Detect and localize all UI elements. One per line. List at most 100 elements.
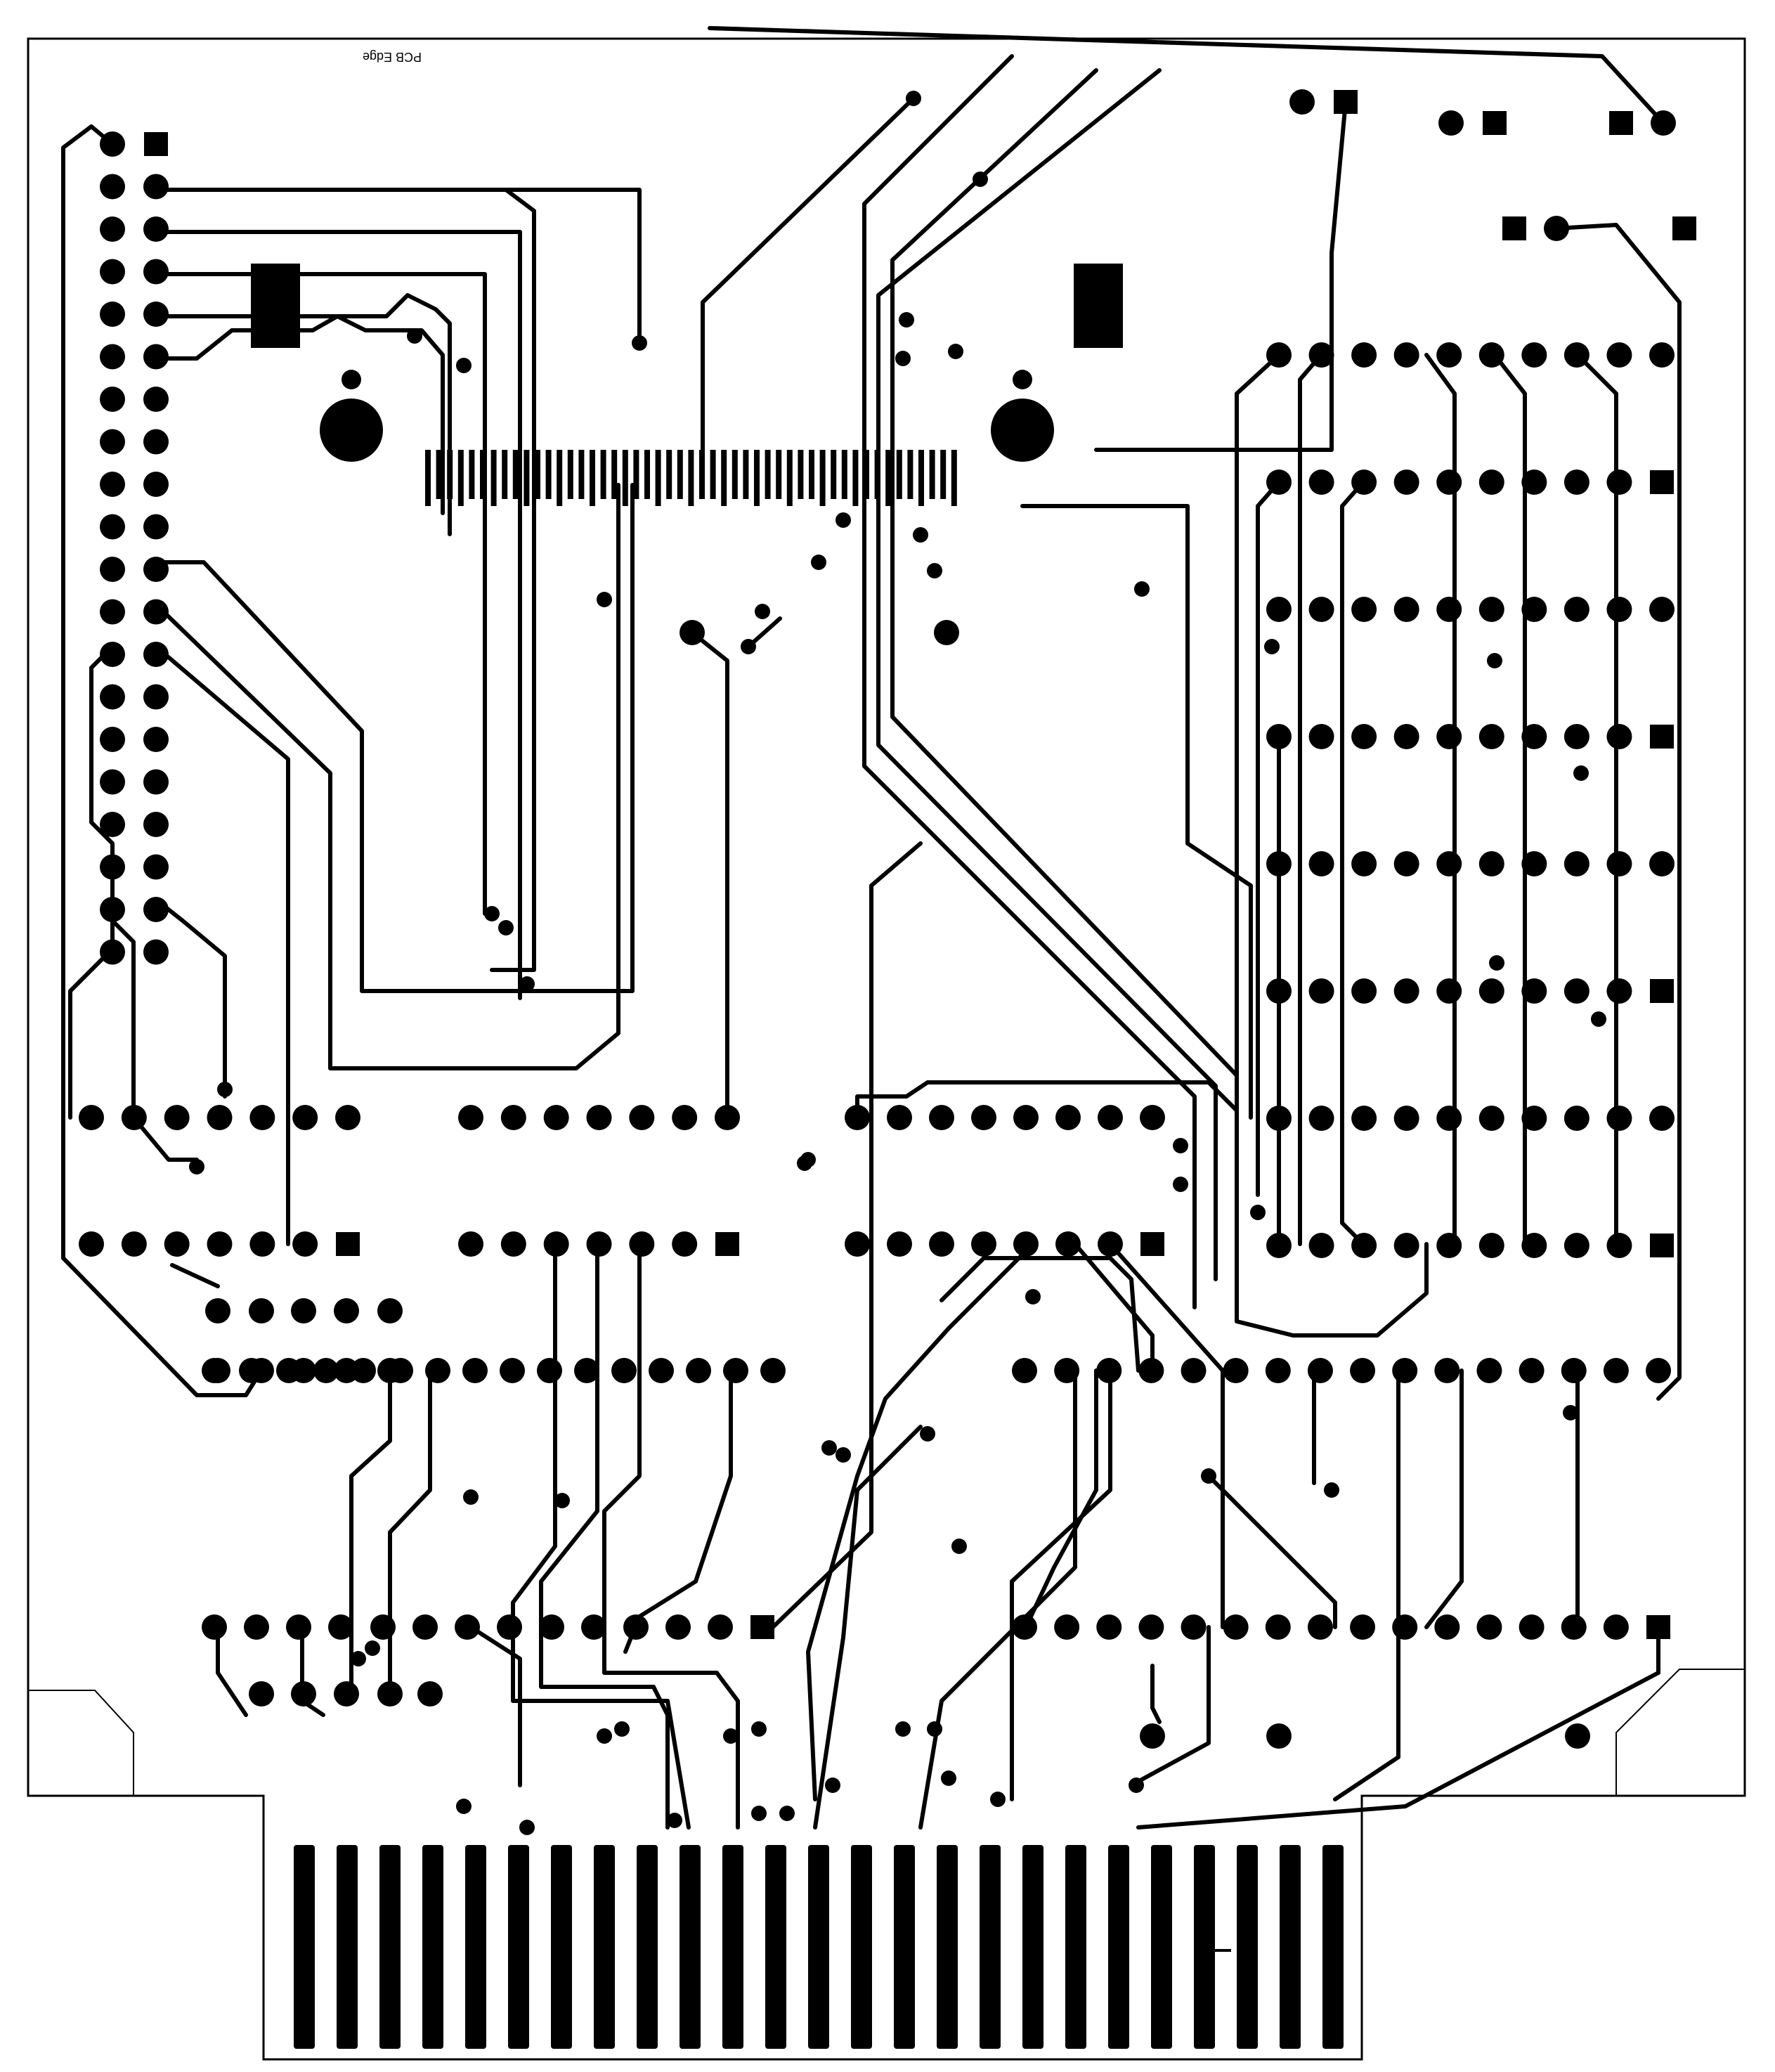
round-pad bbox=[100, 131, 125, 157]
trace bbox=[154, 483, 635, 993]
edge-finger bbox=[722, 1845, 743, 2049]
via bbox=[811, 555, 826, 570]
edge-finger bbox=[294, 1845, 315, 2049]
round-pad bbox=[292, 1105, 318, 1130]
round-pad bbox=[1651, 110, 1676, 136]
round-pad bbox=[1351, 978, 1377, 1004]
round-pad bbox=[143, 854, 169, 880]
trace bbox=[813, 1425, 923, 1830]
round-pad bbox=[1055, 1105, 1081, 1130]
round-pad bbox=[581, 1614, 606, 1640]
round-pad bbox=[1606, 1233, 1632, 1258]
edge-finger bbox=[551, 1845, 572, 2049]
round-pad bbox=[291, 1681, 316, 1707]
round-pad bbox=[100, 812, 125, 837]
round-pad bbox=[202, 1614, 227, 1640]
trace bbox=[349, 1368, 392, 1696]
ribbon-pad bbox=[436, 450, 442, 499]
round-pad bbox=[100, 472, 125, 497]
round-pad bbox=[1521, 597, 1547, 622]
round-pad bbox=[1350, 1614, 1376, 1640]
pcb-edge-label: PCB Edge bbox=[363, 50, 422, 64]
trace bbox=[1235, 353, 1429, 1338]
round-pad bbox=[1565, 1723, 1590, 1749]
round-pad bbox=[143, 769, 169, 795]
via bbox=[990, 1792, 1006, 1807]
via bbox=[484, 906, 500, 921]
square-pad bbox=[1650, 1234, 1674, 1257]
ribbon-pad bbox=[874, 450, 880, 499]
ribbon-pad bbox=[677, 450, 683, 499]
trace bbox=[1136, 1625, 1660, 1830]
round-pad bbox=[1521, 1233, 1547, 1258]
round-pad bbox=[164, 1231, 190, 1257]
round-pad bbox=[1563, 597, 1589, 622]
edge-finger bbox=[594, 1845, 615, 2049]
trace bbox=[771, 841, 923, 1629]
ribbon-pad bbox=[611, 450, 618, 499]
round-pad bbox=[417, 1681, 443, 1707]
square-pad bbox=[1650, 725, 1674, 749]
round-pad bbox=[971, 1105, 996, 1130]
via bbox=[723, 1728, 739, 1744]
round-pad bbox=[100, 302, 125, 327]
via bbox=[597, 1728, 612, 1744]
via bbox=[498, 920, 514, 935]
round-pad bbox=[100, 259, 125, 285]
round-pad bbox=[1563, 342, 1589, 368]
edge-finger bbox=[465, 1845, 486, 2049]
via bbox=[463, 1489, 479, 1505]
round-pad bbox=[1266, 851, 1292, 876]
via bbox=[1563, 1405, 1578, 1420]
trace bbox=[701, 96, 916, 487]
round-pad bbox=[249, 1358, 274, 1383]
round-pad bbox=[370, 1614, 396, 1640]
round-pad bbox=[143, 897, 169, 922]
via bbox=[751, 1806, 767, 1821]
round-pad bbox=[249, 1681, 274, 1707]
round-pad bbox=[1606, 978, 1632, 1004]
trace bbox=[918, 1368, 1077, 1830]
ribbon-pad bbox=[951, 450, 957, 506]
round-pad bbox=[1563, 1106, 1589, 1131]
round-pad bbox=[1478, 1233, 1504, 1258]
round-pad bbox=[1521, 724, 1547, 749]
round-pad bbox=[1351, 597, 1377, 622]
edge-finger bbox=[1151, 1845, 1172, 2049]
round-pad bbox=[207, 1231, 233, 1257]
trace bbox=[539, 1242, 670, 1830]
ribbon-pad bbox=[557, 450, 563, 506]
round-pad bbox=[412, 1614, 438, 1640]
edge-finger bbox=[1237, 1845, 1258, 2049]
round-pad bbox=[100, 684, 125, 710]
round-pad bbox=[1055, 1231, 1081, 1257]
round-pad bbox=[1392, 1614, 1418, 1640]
round-pad bbox=[539, 1614, 564, 1640]
via bbox=[456, 358, 472, 373]
trace bbox=[154, 230, 522, 1000]
round-pad bbox=[1393, 1233, 1419, 1258]
via bbox=[1324, 1482, 1339, 1498]
round-pad bbox=[1266, 1723, 1292, 1749]
ribbon-pad bbox=[655, 450, 661, 506]
ribbon-pad bbox=[425, 450, 431, 506]
round-pad bbox=[100, 216, 125, 242]
round-pad bbox=[244, 1614, 269, 1640]
round-pad bbox=[1012, 1614, 1037, 1640]
round-pad bbox=[100, 387, 125, 412]
round-pad bbox=[1606, 1106, 1632, 1131]
round-pad bbox=[1393, 978, 1419, 1004]
round-pad bbox=[1096, 1614, 1122, 1640]
round-pad bbox=[1098, 1231, 1123, 1257]
round-pad bbox=[377, 1298, 403, 1323]
edge-finger bbox=[508, 1845, 529, 2049]
ribbon-pad bbox=[644, 450, 650, 499]
round-pad bbox=[1308, 851, 1334, 876]
trace bbox=[1424, 353, 1457, 1246]
round-pad bbox=[1561, 1614, 1587, 1640]
ribbon-pad bbox=[502, 450, 508, 499]
round-pad bbox=[1098, 1105, 1123, 1130]
round-pad bbox=[334, 1358, 359, 1383]
round-pad bbox=[100, 939, 125, 965]
round-pad bbox=[1563, 470, 1589, 495]
